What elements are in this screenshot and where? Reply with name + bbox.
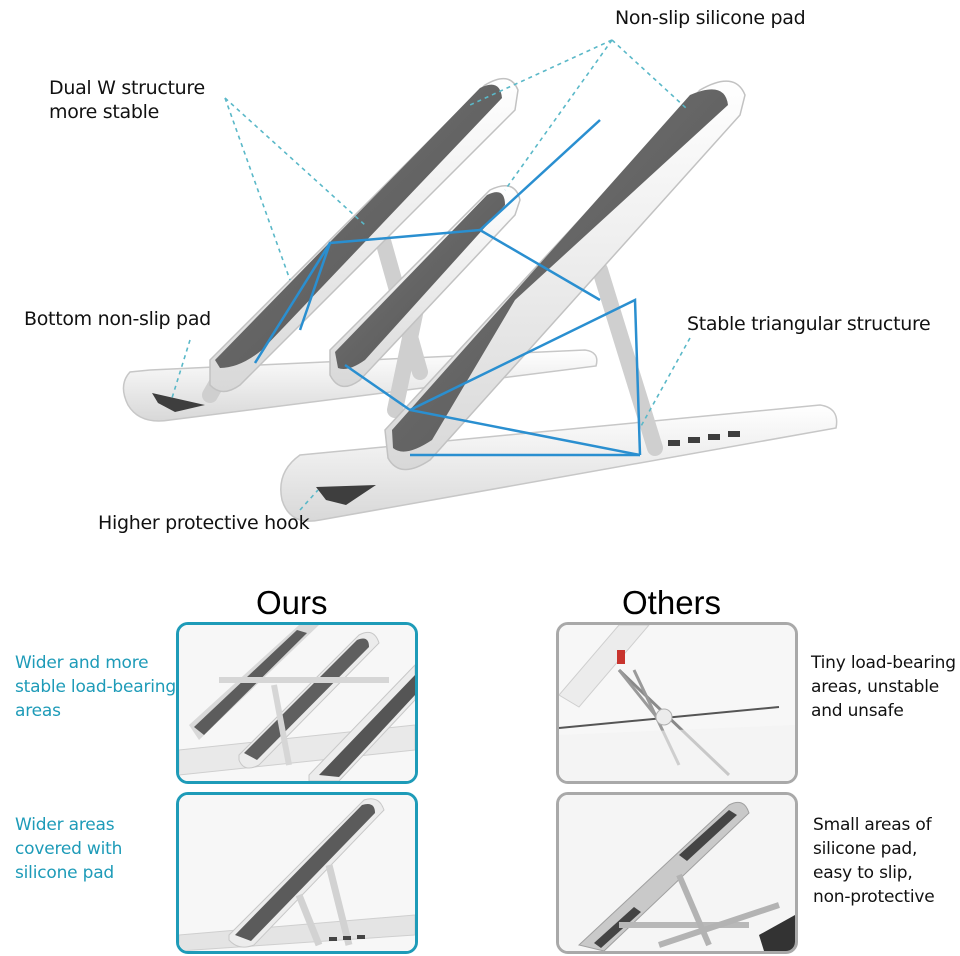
others-panel-load-bearing bbox=[556, 622, 798, 784]
others-panel-silicone bbox=[556, 792, 798, 954]
ours-note-1-line-2: stable load-bearing bbox=[15, 677, 176, 697]
others-pad-closeup bbox=[559, 795, 795, 951]
others-heading: Others bbox=[622, 584, 722, 621]
others-note-1-line-3: and unsafe bbox=[811, 701, 904, 721]
callout-dual-w-structure: Dual W structure more stable bbox=[49, 76, 205, 124]
callout-stable-triangular-structure: Stable triangular structure bbox=[687, 313, 931, 335]
ours-pad-closeup bbox=[179, 795, 415, 951]
ours-note-2-line-2: covered with bbox=[15, 839, 123, 859]
others-note-1-line-2: areas, unstable bbox=[811, 677, 940, 697]
ours-stand-closeup bbox=[179, 625, 415, 781]
ours-note-1-line-1: Wider and more bbox=[15, 653, 149, 673]
others-note-2-line-4: non-protective bbox=[813, 887, 935, 907]
ours-note-load-bearing: Wider and more stable load-bearing areas bbox=[15, 651, 176, 723]
callout-non-slip-silicone-pad: Non-slip silicone pad bbox=[615, 7, 806, 29]
ours-note-1-line-3: areas bbox=[15, 701, 61, 721]
others-note-2-line-1: Small areas of bbox=[813, 815, 932, 835]
callout-dual-w-line-1: Dual W structure bbox=[49, 77, 205, 99]
frame-outline bbox=[253, 119, 642, 457]
ours-panel-silicone bbox=[176, 792, 418, 954]
ours-heading: Ours bbox=[256, 584, 328, 621]
callout-lines bbox=[171, 39, 691, 511]
ours-panel-load-bearing bbox=[176, 622, 418, 784]
others-note-1-line-1: Tiny load-bearing bbox=[811, 653, 956, 673]
front-base-bar bbox=[280, 404, 838, 522]
ours-note-silicone: Wider areas covered with silicone pad bbox=[15, 813, 122, 885]
front-long-arm bbox=[384, 80, 746, 471]
others-note-2-line-3: easy to slip, bbox=[813, 863, 913, 883]
others-note-2-line-2: silicone pad, bbox=[813, 839, 918, 859]
others-note-load-bearing: Tiny load-bearing areas, unstable and un… bbox=[811, 651, 956, 723]
callout-higher-protective-hook: Higher protective hook bbox=[98, 512, 310, 534]
laptop-stand-illustration bbox=[122, 39, 838, 522]
callout-dual-w-line-2: more stable bbox=[49, 101, 159, 123]
ours-note-2-line-1: Wider areas bbox=[15, 815, 115, 835]
others-stand-closeup bbox=[559, 625, 795, 781]
others-note-silicone: Small areas of silicone pad, easy to sli… bbox=[813, 813, 935, 909]
ours-note-2-line-3: silicone pad bbox=[15, 863, 115, 883]
callout-bottom-non-slip-pad: Bottom non-slip pad bbox=[24, 308, 211, 330]
middle-short-arm bbox=[329, 185, 521, 388]
